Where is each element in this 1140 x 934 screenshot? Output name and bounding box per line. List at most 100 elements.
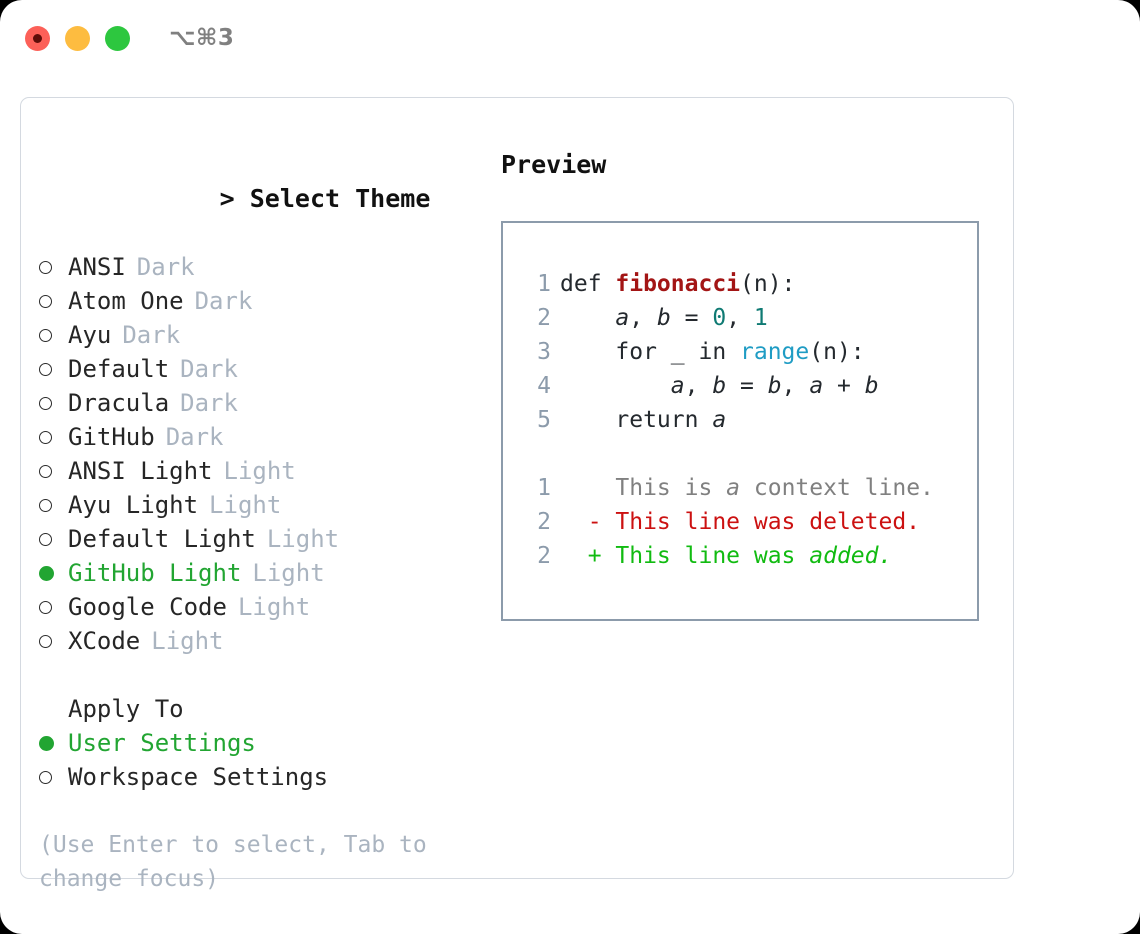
diff-line-number: 2 — [537, 543, 551, 569]
radio-glyph — [39, 430, 52, 444]
diff-marker: + — [560, 543, 616, 569]
radio-glyph — [39, 770, 52, 784]
code-diff-separator — [525, 437, 977, 471]
minimize-button[interactable] — [65, 25, 90, 51]
radio-unselected-icon[interactable] — [39, 430, 59, 444]
code-token: , — [629, 305, 657, 331]
code-token: a — [712, 407, 727, 433]
code-token: 0 — [712, 305, 727, 331]
diff-line: 2 - This line was deleted. — [525, 505, 977, 539]
code-line: 3 for _ in range(n): — [525, 335, 977, 369]
diff-line-text: This is a context line. — [551, 471, 934, 505]
select-theme-heading: > Select Theme — [39, 148, 501, 250]
code-token: 1 — [753, 305, 768, 331]
theme-option-label: ANSI Light — [68, 457, 213, 485]
theme-option-label: Dracula — [68, 389, 170, 417]
radio-glyph — [39, 634, 52, 648]
radio-unselected-icon[interactable] — [39, 294, 59, 308]
diff-line-text: + This line was added. — [551, 539, 893, 573]
radio-unselected-icon[interactable] — [39, 634, 59, 648]
line-number: 1 — [537, 271, 551, 297]
code-token: , — [684, 373, 713, 399]
code-token: (n): — [809, 339, 865, 365]
theme-variant-tag: Light — [223, 457, 296, 485]
diff-body: This line was deleted. — [615, 509, 921, 535]
radio-unselected-icon[interactable] — [39, 362, 59, 376]
code-token: , — [726, 305, 754, 331]
theme-option-4[interactable]: Dracula Dark — [39, 386, 501, 420]
diff-line-number: 1 — [537, 475, 551, 501]
line-number: 3 — [537, 339, 551, 365]
theme-option-label: Google Code — [68, 593, 227, 621]
theme-option-label: GitHub Light — [68, 559, 242, 587]
diff-line: 2 + This line was added. — [525, 539, 977, 573]
radio-glyph — [39, 328, 52, 342]
radio-unselected-icon[interactable] — [39, 498, 59, 512]
theme-option-label: Atom One — [68, 287, 184, 315]
radio-glyph — [39, 294, 52, 308]
radio-glyph — [39, 565, 54, 581]
diff-marker: - — [560, 509, 616, 535]
code-token: = — [726, 373, 768, 399]
theme-variant-tag: Dark — [136, 253, 195, 281]
radio-unselected-icon[interactable] — [39, 260, 59, 274]
apply-option-1[interactable]: Workspace Settings — [39, 760, 501, 794]
diff-line-text: - This line was deleted. — [551, 505, 920, 539]
theme-option-label: Ayu Light — [68, 491, 199, 519]
code-line-text: a, b = 0, 1 — [551, 301, 768, 335]
radio-unselected-icon[interactable] — [39, 396, 59, 410]
radio-selected-icon[interactable] — [39, 565, 59, 581]
code-line-text: return a — [551, 403, 726, 437]
code-token: a — [809, 373, 824, 399]
theme-option-6[interactable]: ANSI Light Light — [39, 454, 501, 488]
apply-option-0[interactable]: User Settings — [39, 726, 501, 760]
theme-variant-tag: Dark — [165, 423, 224, 451]
theme-option-1[interactable]: Atom One Dark — [39, 284, 501, 318]
code-token: b — [767, 373, 782, 399]
code-token: b — [656, 305, 671, 331]
radio-glyph — [39, 600, 52, 614]
apply-to-heading: Apply To — [68, 695, 184, 723]
code-token: fibonacci — [615, 271, 741, 297]
theme-variant-tag: Dark — [194, 287, 253, 315]
maximize-button[interactable] — [105, 25, 130, 51]
theme-variant-tag: Light — [151, 627, 224, 655]
radio-unselected-icon[interactable] — [39, 600, 59, 614]
radio-selected-icon[interactable] — [39, 735, 59, 751]
radio-unselected-icon[interactable] — [39, 328, 59, 342]
radio-glyph — [39, 362, 52, 376]
diff-line-number: 2 — [537, 509, 551, 535]
close-button[interactable] — [25, 25, 50, 51]
radio-glyph — [39, 464, 52, 478]
radio-glyph — [39, 260, 52, 274]
code-line-text: def fibonacci(n): — [551, 267, 795, 301]
code-token: (n): — [740, 271, 796, 297]
preview-heading: Preview — [501, 150, 607, 179]
code-token: = — [670, 305, 713, 331]
theme-variant-tag: Dark — [180, 389, 238, 417]
radio-unselected-icon[interactable] — [39, 464, 59, 478]
select-theme-heading-label: Select Theme — [249, 184, 431, 213]
diff-body: This line was — [615, 543, 810, 569]
radio-unselected-icon[interactable] — [39, 770, 59, 784]
radio-unselected-icon[interactable] — [39, 532, 59, 546]
code-line-text: for _ in range(n): — [551, 335, 865, 369]
code-token: def — [560, 271, 616, 297]
line-number: 4 — [537, 373, 551, 399]
theme-variant-tag: Dark — [180, 355, 238, 383]
